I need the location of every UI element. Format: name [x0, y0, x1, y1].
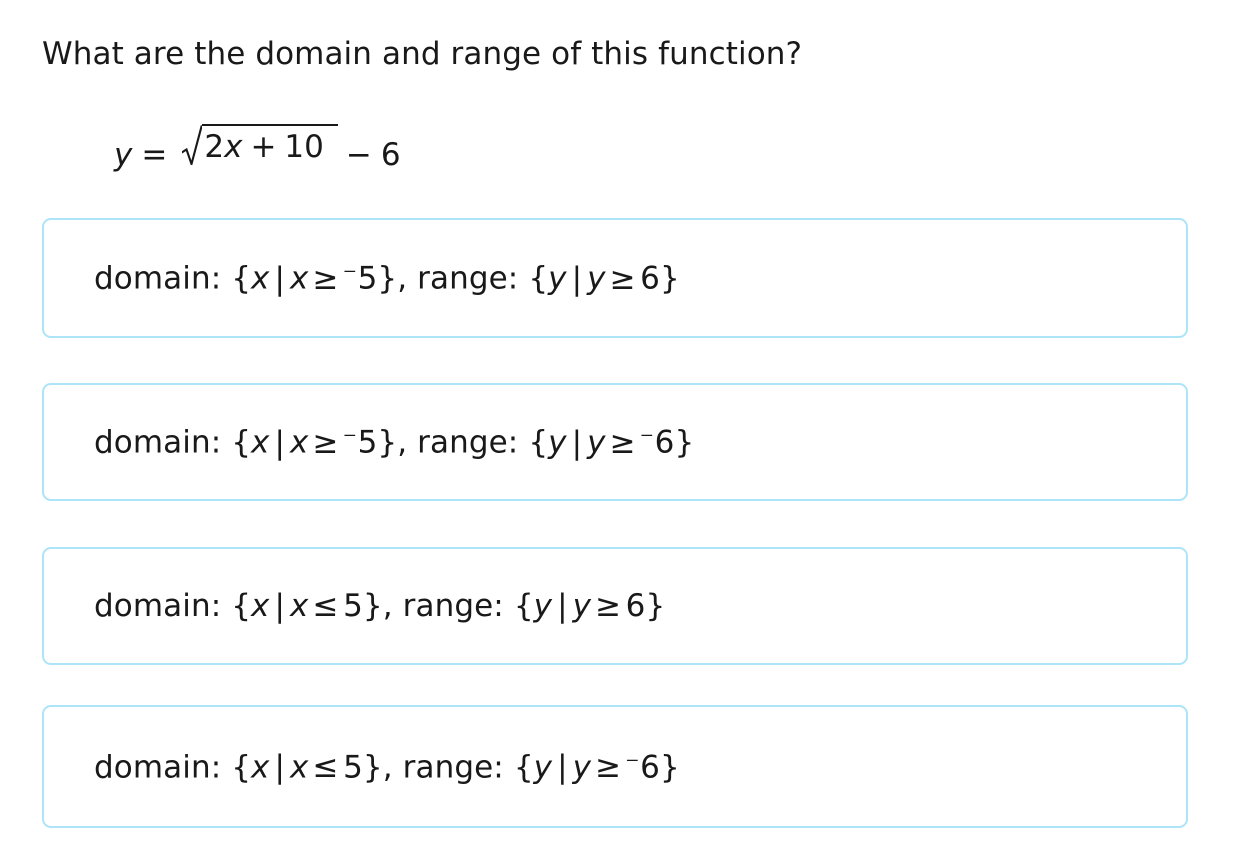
option-1-range-label: range:	[417, 260, 519, 297]
option-2-domain-negative-sign: ⁻	[342, 425, 358, 457]
option-1-range-relation: ≥	[609, 260, 636, 297]
option-2-domain-variable-2: x	[290, 424, 309, 461]
option-3-range-label: range:	[402, 588, 504, 624]
answer-option-2[interactable]: domain: {x|x≥⁻5}, range: {y|y≥⁻6}	[42, 383, 1188, 501]
option-3-range-open-brace: {	[513, 588, 534, 624]
radicand: 2x+10	[202, 124, 338, 165]
option-1-range-such-that-bar: |	[571, 260, 583, 297]
option-3-range-such-that-bar: |	[557, 588, 568, 624]
option-4-domain-variable: x	[251, 749, 270, 786]
option-2-range-open-brace: {	[528, 424, 549, 461]
answer-option-3-text: domain: {x|x≤5}, range: {y|y≥6}	[44, 586, 665, 626]
equation-trailing-constant: 6	[380, 137, 401, 173]
option-1-range-variable: y	[548, 260, 567, 297]
option-4-domain-relation: ≤	[312, 749, 339, 786]
option-2-domain-relation: ≥	[312, 424, 339, 461]
option-2-domain-value: 5	[357, 424, 378, 461]
option-2-range-value: 6	[654, 424, 675, 461]
equation-trailing-operator: −	[345, 137, 372, 173]
option-1-range-value: 6	[640, 260, 660, 297]
option-1-range-close-brace: }	[660, 260, 680, 297]
option-3-domain-value: 5	[343, 588, 363, 624]
option-4-domain-close-brace: },	[362, 749, 393, 786]
option-2-domain-open-brace: {	[231, 424, 252, 461]
option-1-domain-label: domain:	[94, 260, 222, 297]
option-2-range-close-brace: }	[674, 424, 695, 461]
option-4-domain-open-brace: {	[231, 749, 252, 786]
option-3-range-relation: ≥	[595, 588, 622, 624]
option-4-range-label: range:	[402, 749, 504, 786]
option-4-domain-label: domain:	[94, 749, 222, 786]
option-2-domain-such-that-bar: |	[274, 424, 286, 461]
option-3-domain-relation: ≤	[312, 588, 339, 624]
option-1-domain-open-brace: {	[231, 260, 252, 297]
radicand-coefficient: 2	[204, 129, 225, 165]
option-3-range-variable: y	[533, 588, 553, 624]
option-3-domain-open-brace: {	[231, 588, 252, 624]
radicand-operator: +	[250, 129, 277, 165]
option-4-range-open-brace: {	[513, 749, 534, 786]
option-1-domain-variable: x	[251, 260, 270, 297]
function-equation: y = 2x+10 − 6	[114, 124, 401, 178]
option-4-range-value: 6	[640, 749, 660, 786]
equation-equals-sign: =	[141, 137, 168, 173]
option-2-domain-close-brace: },	[377, 424, 408, 461]
option-2-domain-label: domain:	[94, 424, 222, 461]
option-1-domain-such-that-bar: |	[274, 260, 286, 297]
option-4-range-negative-sign: ⁻	[625, 749, 640, 781]
option-1-range-variable-2: y	[587, 260, 606, 297]
option-4-domain-value: 5	[343, 749, 363, 786]
option-3-domain-label: domain:	[94, 588, 222, 624]
answer-option-2-text: domain: {x|x≥⁻5}, range: {y|y≥⁻6}	[44, 421, 694, 462]
option-2-range-relation: ≥	[609, 424, 636, 461]
answer-option-1-text: domain: {x|x≥⁻5}, range: {y|y≥6}	[44, 257, 680, 298]
answer-option-4[interactable]: domain: {x|x≤5}, range: {y|y≥⁻6}	[42, 705, 1188, 828]
option-4-range-relation: ≥	[595, 749, 622, 786]
option-4-range-variable: y	[533, 749, 553, 786]
radicand-constant: 10	[284, 129, 324, 165]
equation-lhs-variable: y	[114, 137, 133, 173]
answer-option-3[interactable]: domain: {x|x≤5}, range: {y|y≥6}	[42, 547, 1188, 665]
radical-sign-icon	[182, 125, 203, 165]
option-3-range-value: 6	[625, 588, 646, 624]
answer-option-1[interactable]: domain: {x|x≥⁻5}, range: {y|y≥6}	[42, 218, 1188, 338]
option-2-range-such-that-bar: |	[571, 424, 583, 461]
option-2-range-variable: y	[548, 424, 567, 461]
option-4-range-variable-2: y	[572, 749, 592, 786]
option-2-range-variable-2: y	[587, 424, 606, 461]
option-1-range-open-brace: {	[528, 260, 549, 297]
option-1-domain-value: 5	[357, 260, 378, 297]
option-3-domain-close-brace: },	[362, 588, 393, 624]
option-2-range-label: range:	[417, 424, 519, 461]
option-1-domain-negative-sign: ⁻	[342, 261, 358, 293]
option-4-domain-variable-2: x	[290, 749, 309, 786]
option-3-domain-such-that-bar: |	[274, 588, 286, 624]
option-1-domain-relation: ≥	[312, 260, 339, 297]
option-4-domain-such-that-bar: |	[274, 749, 286, 786]
option-4-range-close-brace: }	[660, 749, 680, 786]
option-1-domain-close-brace: },	[377, 260, 408, 297]
option-3-range-variable-2: y	[572, 588, 592, 624]
question-prompt: What are the domain and range of this fu…	[42, 36, 803, 72]
option-3-range-close-brace: }	[645, 588, 666, 624]
radical-expression: 2x+10	[182, 124, 338, 165]
option-2-domain-variable: x	[251, 424, 270, 461]
option-1-domain-variable-2: x	[290, 260, 309, 297]
option-3-domain-variable-2: x	[290, 588, 309, 624]
answer-option-4-text: domain: {x|x≤5}, range: {y|y≥⁻6}	[44, 746, 680, 787]
option-2-range-negative-sign: ⁻	[639, 425, 655, 457]
radicand-variable: x	[224, 129, 243, 165]
option-3-domain-variable: x	[251, 588, 270, 624]
option-4-range-such-that-bar: |	[557, 749, 568, 786]
